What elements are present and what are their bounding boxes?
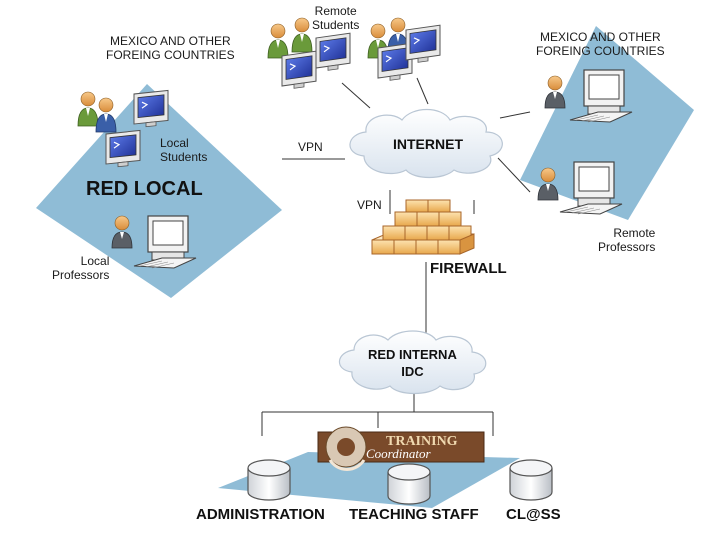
local-zone [36,84,282,298]
training-coordinator-logo: TRAINING Coordinator [317,426,485,471]
firewall-icon [371,199,475,255]
internal-network-cloud [338,330,487,395]
internet-label: INTERNET [393,136,463,152]
logo-training-text: TRAINING [386,434,458,449]
internal-zone [218,452,520,508]
class-label: CL@SS [506,506,561,523]
local-students-label: Local Students [160,136,208,164]
vpn-mid-label: VPN [357,198,382,212]
remote-students-label: Remote Students [312,4,360,32]
vpn-left-label: VPN [298,140,323,154]
red-interna-label: RED INTERNA IDC [368,347,457,379]
connection-lines [261,77,531,436]
teaching-staff-database-icon [387,463,431,505]
mexico-left-label: MEXICO AND OTHER FOREING COUNTRIES [106,34,235,62]
remote-zone [520,26,694,220]
firewall-label: FIREWALL [430,260,507,277]
remote-professor-bottom-icon [537,161,623,215]
class-database-icon [509,459,553,501]
remote-professors-label: Remote Professors [598,226,656,254]
local-professors-label: Local Professors [52,254,110,282]
teaching-staff-label: TEACHING STAFF [349,506,479,523]
red-local-label: RED LOCAL [86,178,203,200]
logo-coordinator-text: Coordinator [366,446,431,461]
administration-database-icon [247,459,291,501]
internet-cloud [349,108,503,179]
mexico-right-label: MEXICO AND OTHER FOREING COUNTRIES [536,30,665,58]
administration-label: ADMINISTRATION [196,506,325,523]
